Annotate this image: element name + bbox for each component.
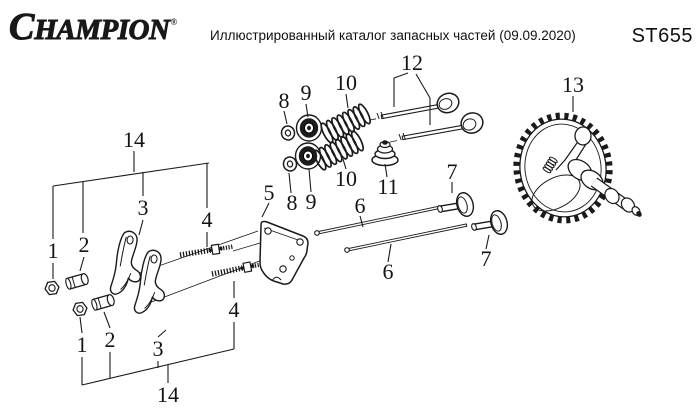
part-label-5: 5 bbox=[263, 180, 275, 205]
bracket-14-top bbox=[52, 151, 210, 279]
part-label-4: 4 bbox=[201, 207, 213, 232]
part-label-9: 9 bbox=[300, 80, 312, 105]
rocker-arm-3-right bbox=[133, 248, 169, 316]
rocker-arm-3-left bbox=[109, 229, 145, 297]
push-rod-6-bottom bbox=[344, 223, 468, 253]
push-rod-6-top bbox=[314, 205, 442, 236]
part-label-8-2: 8 bbox=[286, 190, 298, 215]
part-label-3-2: 3 bbox=[152, 336, 164, 361]
part-label-9-2: 9 bbox=[305, 189, 317, 214]
camshaft-13 bbox=[513, 112, 642, 224]
valve-12-bottom bbox=[398, 112, 484, 141]
logo-initial: C bbox=[8, 6, 35, 48]
stem-seal-11 bbox=[371, 140, 399, 167]
logo-rest: HAMPION bbox=[34, 14, 171, 46]
valve-12-top bbox=[376, 92, 460, 120]
part-label-2: 2 bbox=[78, 232, 90, 257]
part-label-3: 3 bbox=[137, 195, 149, 220]
retainer-9-top bbox=[295, 114, 323, 142]
part-label-11: 11 bbox=[377, 174, 399, 199]
registered-trademark-icon: ® bbox=[170, 17, 178, 27]
leader-lines bbox=[261, 72, 574, 263]
part-label-14-2: 14 bbox=[157, 382, 179, 407]
part-label-7: 7 bbox=[446, 159, 458, 184]
retainer-9-bottom bbox=[294, 142, 322, 170]
part-label-1-2: 1 bbox=[76, 332, 88, 357]
collet-8-top bbox=[279, 124, 297, 142]
flange-nut-1-top bbox=[43, 280, 61, 296]
pivot-2-bottom bbox=[90, 293, 116, 312]
tappet-7-bottom bbox=[471, 209, 510, 236]
stud-4-top bbox=[179, 242, 233, 259]
part-label-6: 6 bbox=[354, 193, 366, 218]
part-label-8: 8 bbox=[278, 88, 290, 113]
part-label-12: 12 bbox=[401, 50, 423, 75]
guide-plate-5 bbox=[259, 220, 309, 285]
model-number: ST655 bbox=[631, 25, 693, 47]
bracket-14-bottom bbox=[79, 281, 235, 386]
tappet-7-top bbox=[437, 191, 476, 218]
part-label-1: 1 bbox=[47, 238, 59, 263]
part-label-10-2: 10 bbox=[335, 166, 357, 191]
flange-nut-1-bottom bbox=[71, 301, 89, 317]
part-label-6-2: 6 bbox=[382, 259, 394, 284]
pivot-2-top bbox=[64, 272, 90, 291]
part-label-4-2: 4 bbox=[228, 297, 240, 322]
part-label-7-2: 7 bbox=[480, 246, 492, 271]
part-label-14: 14 bbox=[123, 127, 145, 152]
part-label-2-2: 2 bbox=[104, 327, 116, 352]
part-label-13: 13 bbox=[562, 72, 584, 97]
part-label-10: 10 bbox=[335, 70, 357, 95]
catalog-subtitle: Иллюстрированный каталог запасных частей… bbox=[210, 28, 576, 43]
